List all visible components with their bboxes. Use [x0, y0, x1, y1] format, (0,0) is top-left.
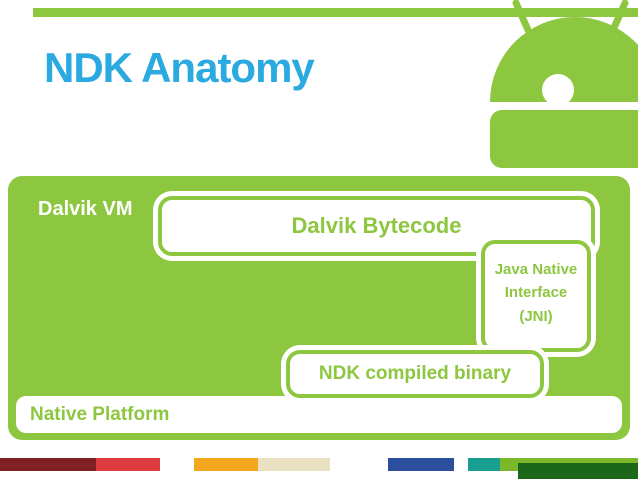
jni-label: Java Native Interface (JNI): [495, 258, 578, 328]
stripe-segment: [330, 458, 388, 471]
android-eye: [542, 74, 574, 106]
stripe-segment: [454, 458, 468, 471]
diagram-stage: Dalvik VM Dalvik Bytecode Java Native In…: [8, 176, 630, 440]
native-platform-label: Native Platform: [30, 403, 170, 425]
android-antenna-left: [512, 0, 532, 34]
android-body: [490, 110, 638, 168]
stripe-segment: [96, 458, 160, 471]
ndk-binary-label: NDK compiled binary: [318, 363, 512, 384]
dalvik-vm-label: Dalvik VM: [38, 198, 133, 220]
stripe-segment: [194, 458, 258, 471]
android-antenna-right: [609, 0, 629, 34]
jni-label-line1: Java Native: [494, 261, 578, 278]
slide-title: NDK Anatomy: [44, 44, 315, 91]
top-accent-bar: [33, 8, 638, 17]
jni-box: Java Native Interface (JNI): [481, 240, 591, 352]
footer-dark-green-bar: [518, 463, 638, 479]
android-head: [490, 17, 638, 102]
stripe-segment: [160, 458, 194, 471]
jni-label-line2: Interface: [504, 284, 568, 302]
jni-label-line3: (JNI): [519, 307, 553, 325]
stripe-segment: [468, 458, 500, 471]
android-robot-icon: [490, 0, 638, 168]
stripe-segment: [258, 458, 330, 471]
dalvik-bytecode-label: Dalvik Bytecode: [291, 213, 462, 238]
native-platform-bar: Native Platform: [16, 396, 622, 433]
stripe-segment: [388, 458, 454, 471]
ndk-binary-box: NDK compiled binary: [286, 350, 544, 398]
stripe-segment: [0, 458, 96, 471]
